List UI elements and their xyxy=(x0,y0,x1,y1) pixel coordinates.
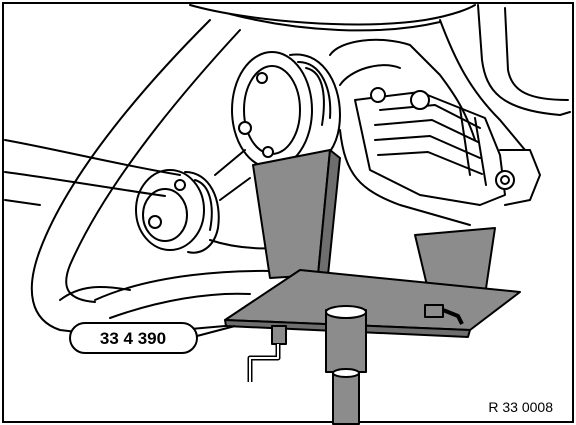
left-fitting xyxy=(271,325,287,345)
jack-stem-top xyxy=(332,368,360,378)
callout-pill xyxy=(69,322,198,354)
left-handle-highlight xyxy=(249,344,279,382)
support-tool xyxy=(224,149,521,425)
left-rail-stub xyxy=(4,199,41,206)
diff-bolt-3-center xyxy=(500,175,510,185)
flange-bolt-4 xyxy=(148,215,162,229)
callout-label: 33 4 390 xyxy=(100,329,166,348)
jack-post-top xyxy=(325,305,367,319)
diff-rib-1 xyxy=(379,104,481,129)
right-mount xyxy=(499,149,541,206)
left-tube-outer xyxy=(30,19,211,337)
diff-rib-3 xyxy=(374,135,481,159)
tool-callout: 33 4 390 xyxy=(69,322,236,354)
lower-flange-rim-2 xyxy=(194,179,213,231)
flange-bolt-1 xyxy=(238,121,252,135)
upper-flange-rim-3 xyxy=(305,67,325,126)
diff-rib-2 xyxy=(374,119,479,143)
left-tube-lip xyxy=(59,286,131,301)
diff-rib-vertical-2 xyxy=(474,117,487,186)
flange-bolt-5 xyxy=(174,179,186,191)
upper-flange-rim-2 xyxy=(297,61,332,119)
callout-leader xyxy=(196,325,236,337)
right-frame-curve xyxy=(439,19,526,151)
bolts xyxy=(148,72,515,229)
jack-post xyxy=(325,309,367,373)
jack-stem xyxy=(332,371,360,425)
figure-reference: R 33 0008 xyxy=(488,399,553,415)
diff-rib-4 xyxy=(377,151,483,175)
right-fitting xyxy=(424,304,444,318)
lower-flange-rim xyxy=(184,171,220,254)
left-rail-bottom xyxy=(4,171,166,197)
diff-cover xyxy=(354,91,506,206)
top-housing-inner xyxy=(229,13,441,32)
shaft-line-2 xyxy=(219,177,251,201)
diff-lower-edge xyxy=(339,129,471,226)
flange-bolt-3 xyxy=(262,146,274,158)
diff-bolt-1 xyxy=(410,90,430,110)
lower-flange-inner xyxy=(142,188,188,242)
lower-frame-curve-2 xyxy=(109,292,251,319)
right-body-panel xyxy=(477,4,571,116)
right-handle xyxy=(442,308,464,325)
diff-rib-vertical-1 xyxy=(459,107,471,176)
lower-flange-outer xyxy=(135,169,205,251)
shaft-line-1 xyxy=(214,149,246,176)
right-body-inner xyxy=(504,7,569,101)
diff-bolt-2 xyxy=(370,87,386,103)
diff-case-boss xyxy=(339,64,401,86)
flange-bolt-2 xyxy=(256,72,268,84)
diff-case-top xyxy=(329,38,476,141)
